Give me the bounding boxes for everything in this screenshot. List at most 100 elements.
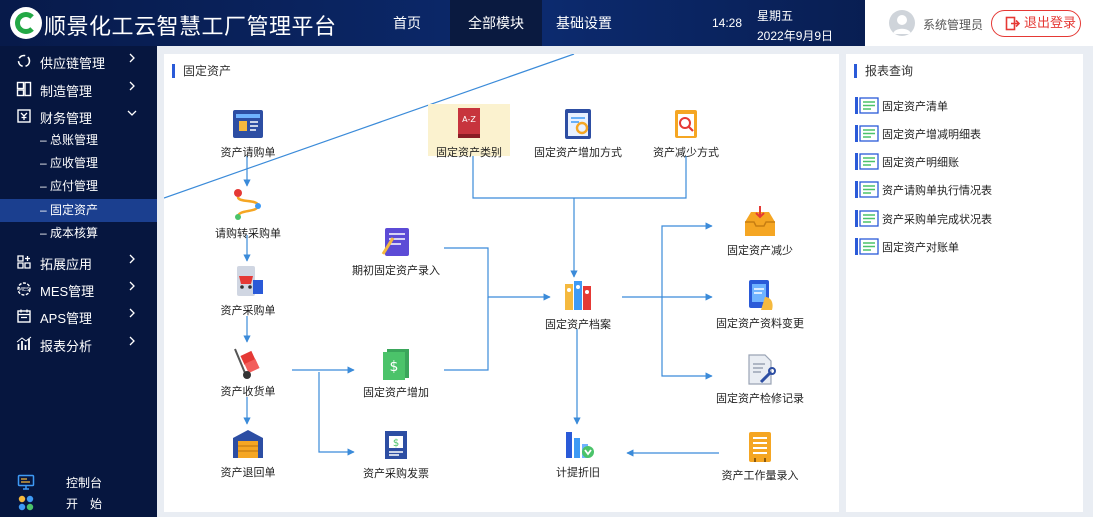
node-label: 固定资产增加方式: [534, 147, 622, 159]
top-bar: 顺景化工云智慧工厂管理平台 首页 全部模块 基础设置 14:28 星期五 202…: [0, 0, 1093, 46]
sidebar-item-manufacturing[interactable]: 制造管理: [0, 75, 157, 102]
svg-text:MES: MES: [19, 287, 30, 293]
report-item[interactable]: 固定资产清单: [854, 94, 1076, 116]
flow-connectors: [164, 54, 719, 457]
sidebar-sub-label: 成本核算: [50, 226, 99, 240]
ledger-dollar-icon: $: [383, 349, 409, 380]
node-label: 资产采购单: [220, 305, 276, 317]
chevron-right-icon: [129, 336, 135, 346]
tablet-pen-icon: [381, 228, 409, 256]
node-asset-decrease[interactable]: 固定资产减少: [700, 204, 820, 258]
sidebar-sub-receivables[interactable]: – 应收管理: [40, 156, 99, 170]
chevron-right-icon: [129, 81, 135, 91]
node-initial-entry[interactable]: 期初固定资产录入: [336, 224, 456, 278]
node-depreciation[interactable]: 计提折旧: [518, 426, 638, 480]
user-name[interactable]: 系统管理员: [923, 18, 984, 32]
report-list-icon: [855, 153, 879, 170]
node-maintenance[interactable]: 固定资产检修记录: [700, 352, 820, 406]
a-z-book-icon: A-Z: [458, 108, 480, 138]
sidebar-item-supply-chain[interactable]: 供应链管理: [0, 47, 157, 74]
chevron-right-icon: [129, 254, 135, 264]
node-receipt[interactable]: 资产收货单: [188, 345, 308, 399]
node-category[interactable]: A-Z 固定资产类别: [428, 104, 510, 159]
logout-label: 退出登录: [1024, 15, 1077, 30]
node-label: 资产采购发票: [363, 468, 429, 480]
sidebar-item-label: 财务管理: [40, 111, 93, 126]
sidebar-start[interactable]: 开 始: [0, 492, 157, 514]
report-item-label: 资产采购单完成状况表: [882, 214, 992, 226]
node-purchase-order[interactable]: 资产采购单: [188, 264, 308, 318]
chevron-down-icon: [127, 110, 137, 116]
sidebar-sub-costing[interactable]: – 成本核算: [40, 226, 99, 240]
node-label: 资产退回单: [220, 467, 276, 479]
sidebar-item-extensions[interactable]: 拓展应用: [0, 248, 157, 275]
node-info-change[interactable]: 固定资产资料变更: [700, 277, 820, 331]
nav-basic-settings[interactable]: 基础设置: [556, 15, 612, 31]
node-decrease-method[interactable]: 资产减少方式: [626, 106, 746, 160]
brand-logo-icon: [10, 7, 42, 39]
report-list-icon: [855, 97, 879, 114]
report-item[interactable]: 固定资产增减明细表: [854, 122, 1076, 144]
sidebar-console[interactable]: 控制台: [0, 471, 157, 493]
fixed-asset-flow-panel: 固定资产: [164, 54, 839, 512]
chevron-right-icon: [129, 308, 135, 318]
sidebar-item-mes[interactable]: MES MES管理: [0, 275, 157, 302]
report-item[interactable]: 资产请购单执行情况表: [854, 178, 1076, 200]
avatar-icon[interactable]: [889, 10, 915, 36]
user-panel: 系统管理员 退出登录: [865, 0, 1093, 46]
sidebar-sub-label: 应收管理: [50, 156, 99, 170]
svg-text:$: $: [393, 438, 399, 449]
weekday-label: 星期五: [757, 9, 794, 23]
sidebar-item-reports[interactable]: 报表分析: [0, 330, 157, 357]
finance-icon: [17, 109, 31, 123]
bar-chart-down-icon: [566, 432, 594, 458]
route-icon: [234, 189, 261, 220]
mes-gear-icon: MES: [17, 282, 31, 296]
tablet-hand-icon: [749, 280, 773, 310]
cycle-icon: [17, 54, 31, 68]
console-icon: [17, 474, 35, 490]
node-label: 资产工作量录入: [721, 470, 799, 482]
sidebar-item-label: 拓展应用: [40, 257, 93, 272]
node-workload-entry[interactable]: 资产工作量录入: [700, 429, 820, 483]
node-asset-increase[interactable]: $ 固定资产增加: [336, 346, 456, 400]
date-label: 2022年9月9日: [757, 29, 834, 43]
node-label: 固定资产资料变更: [716, 318, 804, 330]
logout-button[interactable]: 退出登录: [991, 10, 1081, 37]
sidebar-item-finance[interactable]: 财务管理: [0, 102, 157, 129]
node-archive[interactable]: 固定资产档案: [518, 278, 638, 332]
report-item-label: 固定资产对账单: [882, 242, 959, 254]
chevron-right-icon: [129, 53, 135, 63]
sidebar-sub-payables[interactable]: – 应付管理: [40, 179, 99, 193]
sidebar-sub-label: 固定资产: [50, 203, 99, 217]
report-item[interactable]: 固定资产明细账: [854, 150, 1076, 172]
report-item-label: 固定资产增减明细表: [882, 129, 981, 141]
report-query-panel: 报表查询 固定资产清单 固定资产增减明细表 固定资产明细账 资产请购单执行情况表…: [846, 54, 1083, 512]
start-grid-icon: [18, 495, 34, 511]
report-item[interactable]: 资产采购单完成状况表: [854, 207, 1076, 229]
inbox-down-icon: [745, 206, 775, 236]
node-request-to-po[interactable]: 请购转采购单: [188, 187, 308, 241]
sidebar-sub-general-ledger[interactable]: – 总账管理: [40, 133, 99, 147]
panel-title: 报表查询: [854, 64, 913, 78]
node-purchase-invoice[interactable]: $ 资产采购发票: [336, 427, 456, 481]
report-list-icon: [855, 238, 879, 255]
node-increase-method[interactable]: 固定资产增加方式: [518, 106, 638, 160]
chevron-right-icon: [129, 281, 135, 291]
panel-title: 固定资产: [172, 64, 231, 78]
sidebar-item-aps[interactable]: APS管理: [0, 302, 157, 329]
sidebar-sub-fixed-assets[interactable]: – 固定资产: [0, 199, 157, 222]
sidebar-item-label: APS管理: [40, 311, 93, 326]
warehouse-icon: [233, 430, 263, 458]
nav-home[interactable]: 首页: [393, 15, 421, 31]
sidebar-item-label: 制造管理: [40, 84, 93, 99]
clipboard-search-icon: [675, 110, 697, 138]
report-item[interactable]: 固定资产对账单: [854, 235, 1076, 257]
shopping-cart-icon: [237, 266, 263, 296]
node-return[interactable]: 资产退回单: [188, 426, 308, 480]
node-purchase-request[interactable]: 资产请购单: [188, 106, 308, 160]
factory-icon: [16, 81, 32, 97]
node-label: 固定资产类别: [436, 147, 502, 159]
nav-all-modules[interactable]: 全部模块: [450, 0, 542, 46]
hand-truck-icon: [234, 348, 260, 379]
